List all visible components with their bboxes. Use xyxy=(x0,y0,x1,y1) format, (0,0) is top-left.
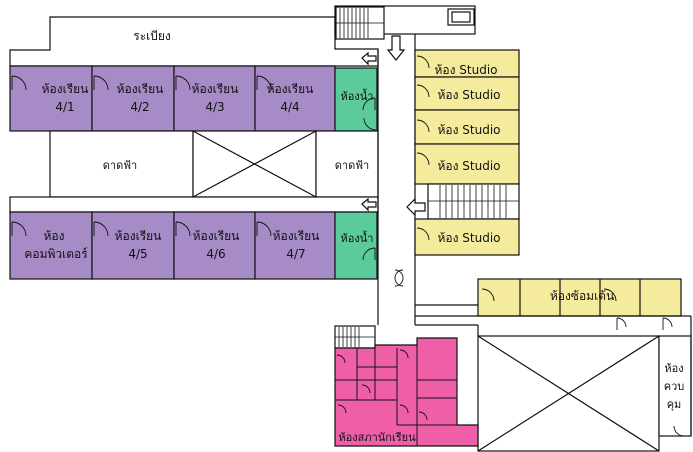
roof-left xyxy=(49,130,194,198)
studio-5-label: ห้อง Studio xyxy=(437,231,500,245)
classroom-4-7-number: 4/7 xyxy=(286,247,305,261)
classroom-4-4-number: 4/4 xyxy=(280,100,299,114)
studio-2 xyxy=(414,76,520,111)
council-partitions xyxy=(335,345,457,446)
classroom-4-1 xyxy=(9,65,93,132)
computer-room-line1: ห้อง xyxy=(44,229,65,243)
studio-4-label: ห้อง Studio xyxy=(437,159,500,173)
classroom-4-3 xyxy=(173,65,256,132)
balcony-outline xyxy=(9,16,379,67)
classroom-4-1-number: 4/1 xyxy=(55,100,74,114)
studio-3-label: ห้อง Studio xyxy=(437,123,500,137)
classroom-4-2-number: 4/2 xyxy=(130,100,149,114)
computer-room-line2: คอมพิวเตอร์ xyxy=(24,247,88,261)
studio-5 xyxy=(414,218,520,256)
stair-middle-steps xyxy=(428,185,519,218)
classroom-4-6-number: 4/6 xyxy=(206,247,225,261)
toilet-top-label: ห้องน้ำ xyxy=(341,88,374,103)
roof-left-label: ดาดฟ้า xyxy=(103,159,137,172)
arrow-left-icon-3 xyxy=(406,197,426,217)
studio-4 xyxy=(414,143,520,185)
balcony-label: ระเบียง xyxy=(133,29,171,43)
rehearsal-room xyxy=(477,278,682,317)
student-council-label: ห้องสภานักเรียน xyxy=(338,431,416,444)
classroom-4-7 xyxy=(254,211,336,280)
arrow-left-icon-2 xyxy=(361,197,377,212)
classroom-4-5-number: 4/5 xyxy=(128,247,147,261)
studio-1 xyxy=(414,49,520,78)
classroom-4-5 xyxy=(91,211,175,280)
classroom-4-5-title: ห้องเรียน xyxy=(115,229,162,243)
classroom-4-3-number: 4/3 xyxy=(205,100,224,114)
arrow-down-icon xyxy=(386,35,406,61)
classroom-4-2 xyxy=(91,65,175,132)
control-room xyxy=(658,335,692,437)
studio-2-label: ห้อง Studio xyxy=(437,88,500,102)
balcony-strip xyxy=(9,196,379,213)
stair-top-steps xyxy=(336,8,384,38)
roof-right xyxy=(315,130,379,198)
classroom-4-2-title: ห้องเรียน xyxy=(117,82,164,96)
classroom-4-6 xyxy=(173,211,256,280)
classroom-4-3-title: ห้องเรียน xyxy=(192,82,239,96)
arrow-left-icon xyxy=(361,51,377,66)
studio-3 xyxy=(414,109,520,145)
stair-middle xyxy=(427,183,520,220)
classroom-4-1-title: ห้องเรียน xyxy=(42,82,89,96)
roof-right-label: ดาดฟ้า xyxy=(335,159,369,172)
student-council-block xyxy=(334,337,479,447)
classroom-4-7-title: ห้องเรียน xyxy=(273,229,320,243)
studio-1-label: ห้อง Studio xyxy=(434,63,497,77)
computer-room xyxy=(9,211,93,280)
classroom-4-4-title: ห้องเรียน xyxy=(267,82,314,96)
control-room-line3: คุม xyxy=(667,398,682,411)
control-room-line1: ห้อง xyxy=(664,362,683,375)
toilet-bottom xyxy=(334,211,378,280)
door-swings xyxy=(11,55,685,437)
control-room-line2: ควบ xyxy=(664,380,685,393)
classroom-4-6-title: ห้องเรียน xyxy=(193,229,240,243)
classroom-4-4 xyxy=(254,65,336,132)
toilet-bottom-label: ห้องน้ำ xyxy=(341,230,374,245)
rehearsal-room-label: ห้องซ้อมเต้น xyxy=(550,289,614,303)
